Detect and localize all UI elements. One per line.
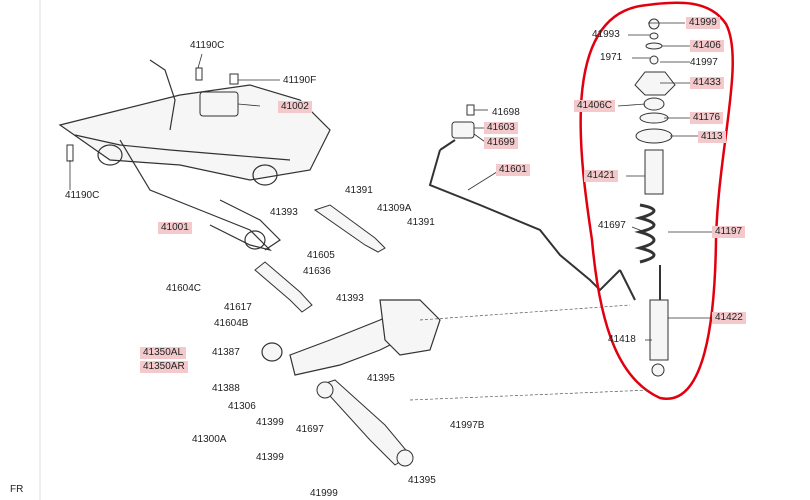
label-41391-b: 41391 — [407, 217, 435, 228]
label-41190c-top: 41190C — [190, 40, 225, 51]
label-r-41197: 41197 — [712, 226, 746, 238]
upper-arm-41309a — [313, 204, 386, 253]
bracket-41002 — [199, 91, 239, 117]
label-r-41997: 41997 — [690, 57, 718, 68]
label-r-41433: 41433 — [690, 77, 724, 89]
label-41699: 41699 — [484, 137, 518, 149]
label-41350al: 41350AL — [140, 347, 187, 359]
label-41306: 41306 — [228, 401, 256, 412]
label-r-41418: 41418 — [608, 334, 636, 345]
label-41697: 41697 — [296, 424, 324, 435]
highlight-circle — [579, 1, 734, 400]
label-41636: 41636 — [303, 266, 331, 277]
label-r-41993: 41993 — [592, 29, 620, 40]
label-41387: 41387 — [212, 347, 240, 358]
label-41395-a: 41395 — [367, 373, 395, 384]
label-41399-b: 41399 — [256, 452, 284, 463]
label-r-1971: 1971 — [600, 52, 623, 63]
dash-lines — [409, 304, 651, 401]
label-41350ar: 41350AR — [140, 361, 188, 373]
rear-subframe — [58, 59, 331, 252]
trailing-arm — [261, 299, 441, 376]
label-41605: 41605 — [307, 250, 335, 261]
label-41603: 41603 — [484, 122, 518, 134]
label-41604b: 41604B — [214, 318, 249, 329]
label-41617: 41617 — [224, 302, 252, 313]
label-41190f: 41190F — [283, 75, 317, 86]
label-41002: 41002 — [278, 101, 312, 113]
label-41601: 41601 — [496, 164, 530, 176]
label-41999: 41999 — [310, 488, 338, 499]
label-41399-a: 41399 — [256, 417, 284, 428]
label-r-41406: 41406 — [690, 40, 724, 52]
label-r-41176: 41176 — [690, 112, 724, 124]
label-41388: 41388 — [212, 383, 240, 394]
label-41393-a: 41393 — [270, 207, 298, 218]
stabilizer-bushing — [451, 121, 475, 139]
label-41395-b: 41395 — [408, 475, 436, 486]
label-41604c: 41604C — [166, 283, 202, 294]
label-r-41422: 41422 — [712, 312, 746, 324]
label-41391-a: 41391 — [345, 185, 373, 196]
label-r-41421: 41421 — [584, 170, 618, 182]
label-41300a: 41300A — [192, 434, 227, 445]
lateral-link-41617 — [254, 261, 313, 313]
shock-assembly — [634, 18, 676, 377]
label-41997b: 41997B — [450, 420, 485, 431]
label-41001: 41001 — [158, 222, 192, 234]
lower-arm-41300a — [316, 379, 414, 467]
label-41309a: 41309A — [377, 203, 412, 214]
label-41190c-left: 41190C — [65, 190, 100, 201]
label-fr: FR — [10, 484, 24, 495]
label-41393-b: 41393 — [336, 293, 364, 304]
leader-lines — [69, 22, 712, 341]
label-r-41406c: 41406C — [574, 100, 616, 112]
label-r-41131: 4113 — [698, 131, 726, 143]
label-41698: 41698 — [492, 107, 520, 118]
label-r-41697: 41697 — [598, 220, 626, 231]
label-r-41999: 41999 — [686, 17, 720, 29]
